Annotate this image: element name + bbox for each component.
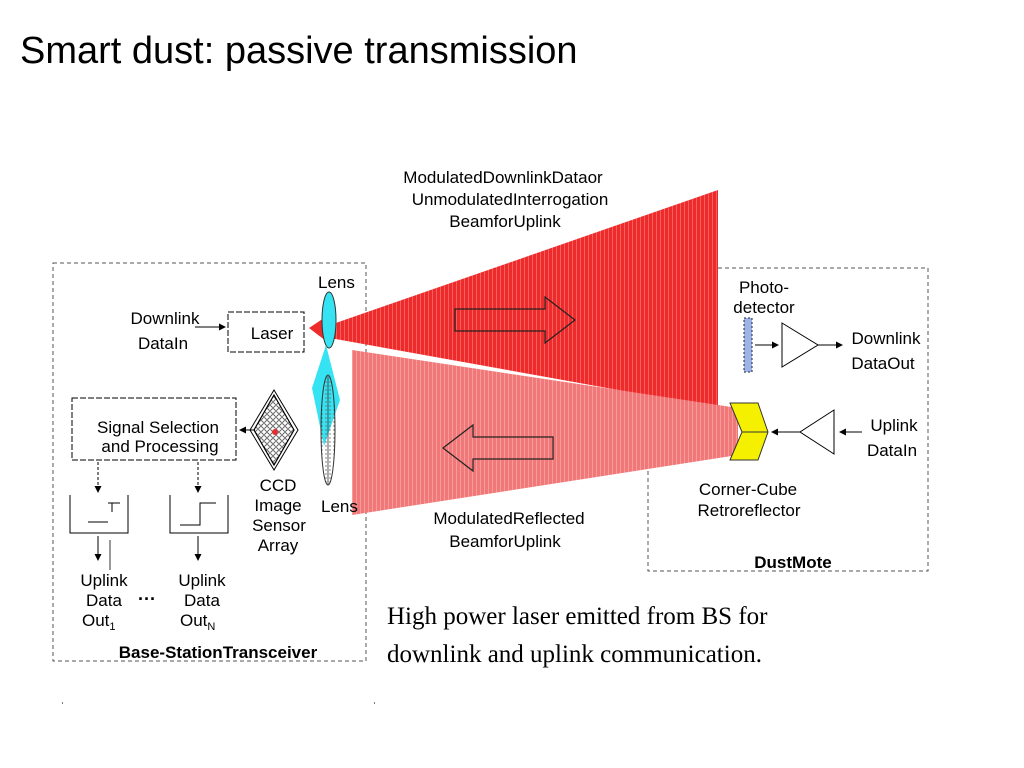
photodetector-label-2: detector bbox=[733, 298, 795, 317]
uplink-out-1-word: Out bbox=[82, 611, 110, 630]
uplink-in-label-1: Uplink bbox=[870, 416, 918, 435]
downlink-direction-arrow bbox=[454, 295, 576, 345]
reflected-beam bbox=[352, 350, 738, 515]
uplink-out-n-label-1: Uplink bbox=[178, 571, 226, 590]
photodetector bbox=[743, 317, 753, 373]
uplink-out-1-subscript: 1 bbox=[109, 621, 115, 633]
caption-line-1: High power laser emitted from BS for bbox=[387, 603, 768, 630]
uplink-out-1-label-1: Uplink bbox=[80, 571, 128, 590]
uplink-ellipsis: ··· bbox=[138, 589, 156, 609]
signal-processing-box bbox=[71, 397, 237, 461]
reflected-beam-label-1: ModulatedReflected bbox=[433, 509, 584, 528]
base-station-title: Base-StationTransceiver bbox=[119, 643, 318, 662]
uplink-out-n-label-3: OutN bbox=[180, 611, 215, 633]
ccd-label-3: Sensor bbox=[252, 516, 306, 535]
downlink-in-label-1: Downlink bbox=[131, 309, 200, 328]
dust-mote-title: DustMote bbox=[754, 553, 831, 572]
downlink-beam-label-2: UnmodulatedInterrogation bbox=[412, 190, 609, 209]
output-filter-1 bbox=[69, 495, 129, 534]
downlink-beam bbox=[330, 190, 718, 408]
ccd-label-4: Array bbox=[258, 536, 299, 555]
uplink-driver bbox=[799, 409, 835, 455]
downlink-beam-label-3: BeamforUplink bbox=[449, 212, 561, 231]
retroreflector-label-1: Corner-Cube bbox=[699, 480, 797, 499]
downlink-in-label-2: DataIn bbox=[138, 334, 188, 353]
retroreflector-label-2: Retroreflector bbox=[698, 501, 801, 520]
downlink-out-label-2: DataOut bbox=[851, 354, 915, 373]
lens-bottom-label: Lens bbox=[321, 497, 358, 516]
ccd-label-1: CCD bbox=[260, 476, 297, 495]
uplink-in-label-2: DataIn bbox=[867, 441, 917, 460]
reflected-beam-label-2: BeamforUplink bbox=[449, 532, 561, 551]
dust-mote-box bbox=[647, 267, 929, 572]
signal-processing-label-2: and Processing bbox=[101, 437, 218, 456]
output-filter-n bbox=[169, 495, 229, 534]
ccd-spot bbox=[272, 429, 278, 435]
signal-processing-label-1: Signal Selection bbox=[97, 418, 219, 437]
slide-caption: High power laser emitted from BS for dow… bbox=[387, 598, 887, 674]
uplink-out-n-label-2: Data bbox=[184, 591, 220, 610]
uplink-direction-arrow bbox=[442, 423, 554, 473]
downlink-out-label-1: Downlink bbox=[852, 329, 921, 348]
lens-top-label: Lens bbox=[318, 273, 355, 292]
photodetector-label-1: Photo- bbox=[739, 278, 789, 297]
uplink-out-n-word: Out bbox=[180, 611, 208, 630]
downlink-beam-label-1: ModulatedDownlinkDataor bbox=[403, 168, 603, 187]
top-lens bbox=[321, 291, 337, 349]
ccd-label-2: Image bbox=[254, 496, 301, 515]
laser-label: Laser bbox=[251, 324, 294, 343]
ccd-frame bbox=[249, 389, 299, 471]
slide-title: Smart dust: passive transmission bbox=[20, 30, 578, 72]
uplink-out-1-label-3: Out1 bbox=[82, 611, 116, 633]
laser-box bbox=[227, 311, 305, 353]
uplink-out-1-label-2: Data bbox=[86, 591, 122, 610]
uplink-out-n-subscript: N bbox=[207, 621, 215, 633]
caption-line-2: downlink and uplink communication. bbox=[387, 641, 762, 668]
downlink-amplifier bbox=[781, 322, 819, 368]
